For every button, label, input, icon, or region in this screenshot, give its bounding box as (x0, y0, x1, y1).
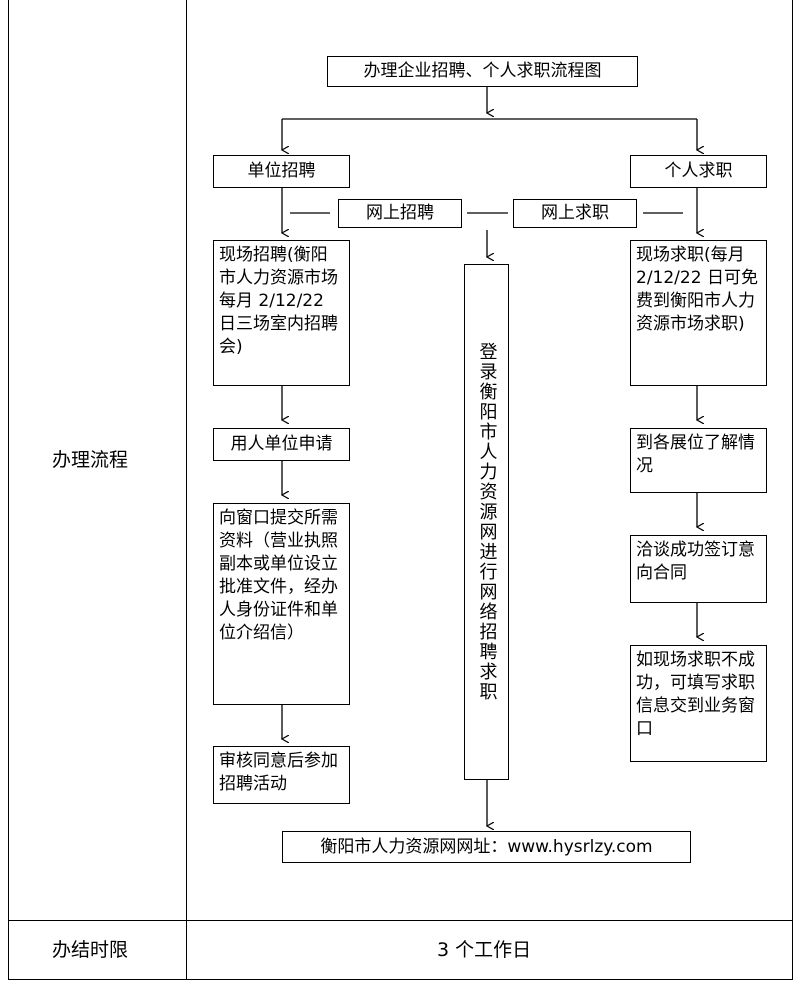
unit-recruit-box: 单位招聘 (213, 155, 350, 188)
online-job-box: 网上求职 (513, 199, 637, 228)
job-info-window-box: 如现场求职不成功，可填写求职信息交到业务窗口 (630, 645, 767, 762)
onsite-job-box: 现场求职(每月 2/12/22 日可免费到衡阳市人力资源市场求职) (630, 240, 767, 386)
table-frame (8, 0, 793, 980)
online-recruit-box: 网上招聘 (338, 199, 462, 228)
approve-join-box: 审核同意后参加招聘活动 (213, 746, 350, 804)
deadline-label: 办结时限 (52, 939, 129, 961)
online-center-box: 登录衡阳市人力资源网进行网络招聘求职 (464, 264, 509, 780)
row-divider (8, 920, 793, 921)
onsite-recruit-box: 现场招聘(衡阳市人力资源市场每月 2/12/22 日三场室内招聘会) (213, 240, 350, 386)
deadline-value: 3 个工作日 (437, 939, 532, 961)
website-box: 衡阳市人力资源网网址：www.hysrlzy.com (282, 831, 691, 863)
sign-intent-box: 洽谈成功签订意向合同 (630, 535, 767, 603)
submit-documents-box: 向窗口提交所需资料（营业执照副本或单位设立批准文件，经办人身份证件和单位介绍信） (213, 503, 350, 705)
booth-info-box: 到各展位了解情况 (630, 428, 767, 493)
process-label: 办理流程 (52, 449, 129, 471)
employer-apply-box: 用人单位申请 (213, 428, 350, 461)
column-divider (186, 0, 187, 980)
flow-title-box: 办理企业招聘、个人求职流程图 (327, 56, 638, 87)
personal-job-box: 个人求职 (630, 155, 767, 188)
